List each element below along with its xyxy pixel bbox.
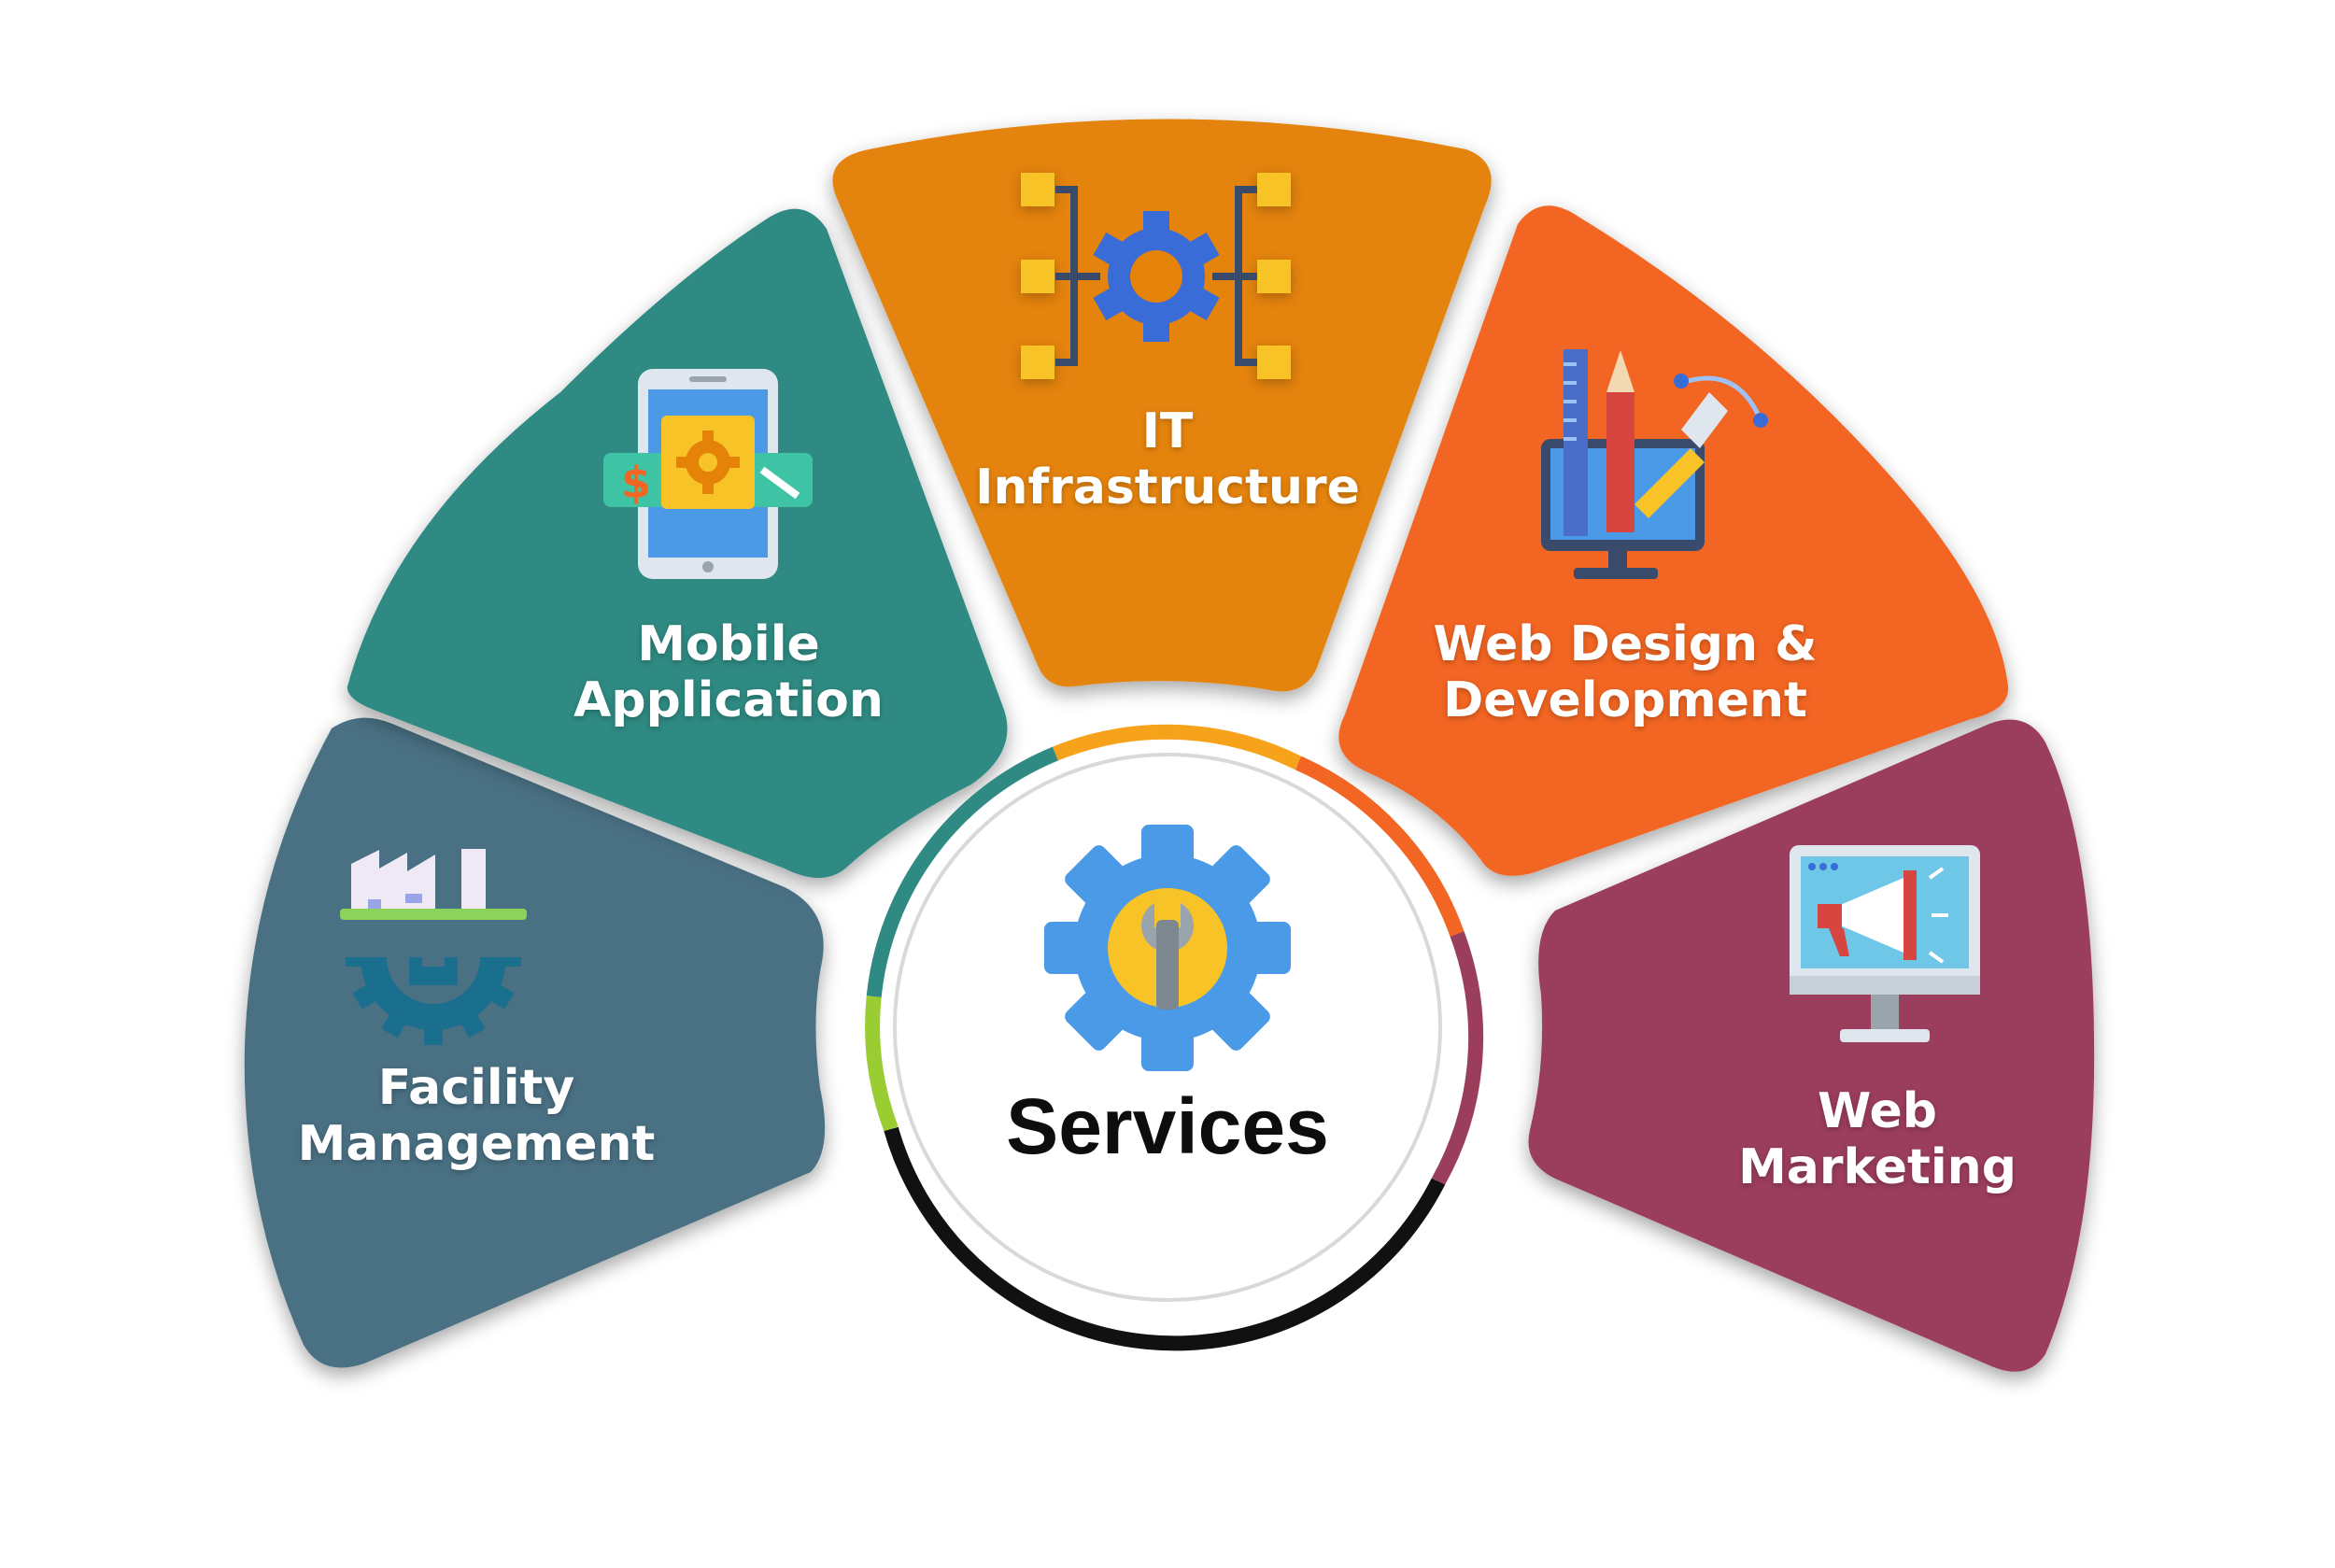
- label-it-infrastructure: IT Infrastructure: [971, 403, 1364, 516]
- label-line2: Application: [573, 672, 884, 728]
- network-gear-icon: [1021, 173, 1291, 379]
- mobile-app-icon: $: [603, 369, 813, 579]
- megaphone-monitor-icon: [1790, 845, 1980, 1042]
- svg-text:$: $: [621, 458, 651, 508]
- design-monitor-icon: [1541, 349, 1768, 579]
- wrench-gear-icon: [1044, 825, 1291, 1071]
- label-web-design-development: Web Design & Development: [1392, 616, 1859, 728]
- label-line2: Management: [297, 1116, 656, 1172]
- label-line1: Web Design &: [1433, 616, 1818, 672]
- label-line2: Marketing: [1738, 1139, 2017, 1195]
- label-line2: Development: [1443, 672, 1807, 728]
- center-title: Services: [1006, 1082, 1329, 1170]
- factory-gear-icon: [340, 849, 527, 1045]
- petal-it-infrastructure[interactable]: [832, 119, 1492, 692]
- label-line1: Mobile: [637, 616, 820, 672]
- label-mobile-application: Mobile Application: [532, 616, 925, 728]
- label-facility-management: Facility Management: [280, 1060, 672, 1172]
- label-web-marketing: Web Marketing: [1681, 1083, 2073, 1195]
- label-line2: Infrastructure: [975, 459, 1360, 516]
- label-line1: Web: [1818, 1083, 1937, 1139]
- label-line1: IT: [1141, 403, 1194, 459]
- label-line1: Facility: [377, 1060, 575, 1116]
